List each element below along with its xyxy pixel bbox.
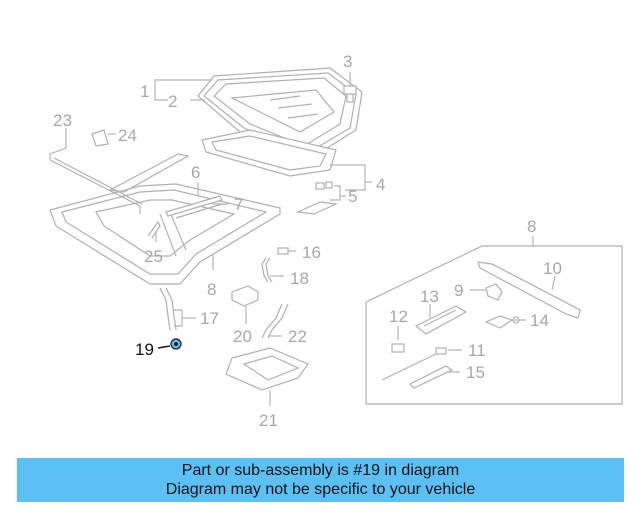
tray-part-21[interactable] (225, 347, 309, 391)
callout-18[interactable]: 18 (290, 269, 309, 288)
banner-line-2: Diagram may not be specific to your vehi… (165, 481, 476, 498)
callout-5[interactable]: 5 (348, 187, 357, 206)
bracket-part-24[interactable] (91, 129, 109, 147)
cable-part-15[interactable] (408, 365, 454, 389)
callout-22[interactable]: 22 (288, 327, 307, 346)
panel-frame-part-4[interactable] (201, 129, 337, 177)
callout-4[interactable]: 4 (376, 175, 385, 194)
callout-2[interactable]: 2 (168, 92, 177, 111)
leader-1b (154, 92, 168, 101)
drain-hose-part-17[interactable] (159, 287, 177, 331)
clip-part-16[interactable] (277, 247, 289, 255)
clip-part-5[interactable] (295, 181, 339, 215)
bracket-part-14[interactable] (484, 315, 520, 329)
drive-unit-part-13[interactable] (414, 305, 468, 335)
callout-21[interactable]: 21 (259, 411, 278, 430)
hose-part-22[interactable] (261, 303, 283, 339)
leader-4 (330, 164, 366, 191)
leader-10 (551, 275, 556, 291)
callout-15[interactable]: 15 (466, 363, 485, 382)
leader-5 (330, 185, 341, 201)
callout-20[interactable]: 20 (233, 327, 252, 346)
callout-25[interactable]: 25 (144, 247, 163, 266)
callout-11[interactable]: 11 (468, 341, 486, 360)
callout-9[interactable]: 9 (454, 281, 463, 300)
bracket-part-9[interactable] (485, 283, 503, 301)
callout-13[interactable]: 13 (420, 287, 439, 306)
callout-8b[interactable]: 8 (527, 217, 536, 236)
cable-part-11[interactable] (381, 347, 447, 381)
callout-10[interactable]: 10 (543, 259, 562, 278)
drain-clip-part-19[interactable] (170, 338, 182, 350)
callout-3[interactable]: 3 (343, 52, 352, 71)
callout-17[interactable]: 17 (200, 309, 219, 328)
callout-7[interactable]: 7 (234, 195, 243, 214)
leader-19 (157, 345, 171, 349)
exploded-parts-diagram: 1 2 3 4 5 8 23 (49, 52, 623, 430)
banner-line-1: Part or sub-assembly is #19 in diagram (181, 462, 460, 479)
callout-24[interactable]: 24 (118, 126, 137, 145)
callout-16[interactable]: 16 (302, 243, 321, 262)
bolt-part-3[interactable] (343, 72, 357, 103)
callout-23[interactable]: 23 (53, 111, 72, 130)
callout-1[interactable]: 1 (140, 82, 149, 101)
sunroof-housing-frame[interactable] (49, 153, 281, 285)
callout-14[interactable]: 14 (530, 311, 549, 330)
callout-12[interactable]: 12 (389, 307, 408, 326)
bracket-part-20[interactable] (231, 285, 259, 307)
callout-19[interactable]: 19 (135, 340, 154, 359)
drain-hose-part-23[interactable] (49, 140, 143, 214)
callout-8a[interactable]: 8 (207, 280, 216, 299)
callout-6[interactable]: 6 (191, 163, 200, 182)
leader-1 (154, 79, 212, 92)
sub-assembly-8-box (365, 245, 623, 405)
guide-rail-part-10[interactable] (477, 261, 581, 319)
info-banner: Part or sub-assembly is #19 in diagram D… (17, 458, 624, 502)
rail-part-6-7[interactable] (165, 195, 223, 219)
hose-part-18[interactable] (261, 257, 269, 283)
block-part-12[interactable] (391, 343, 405, 353)
